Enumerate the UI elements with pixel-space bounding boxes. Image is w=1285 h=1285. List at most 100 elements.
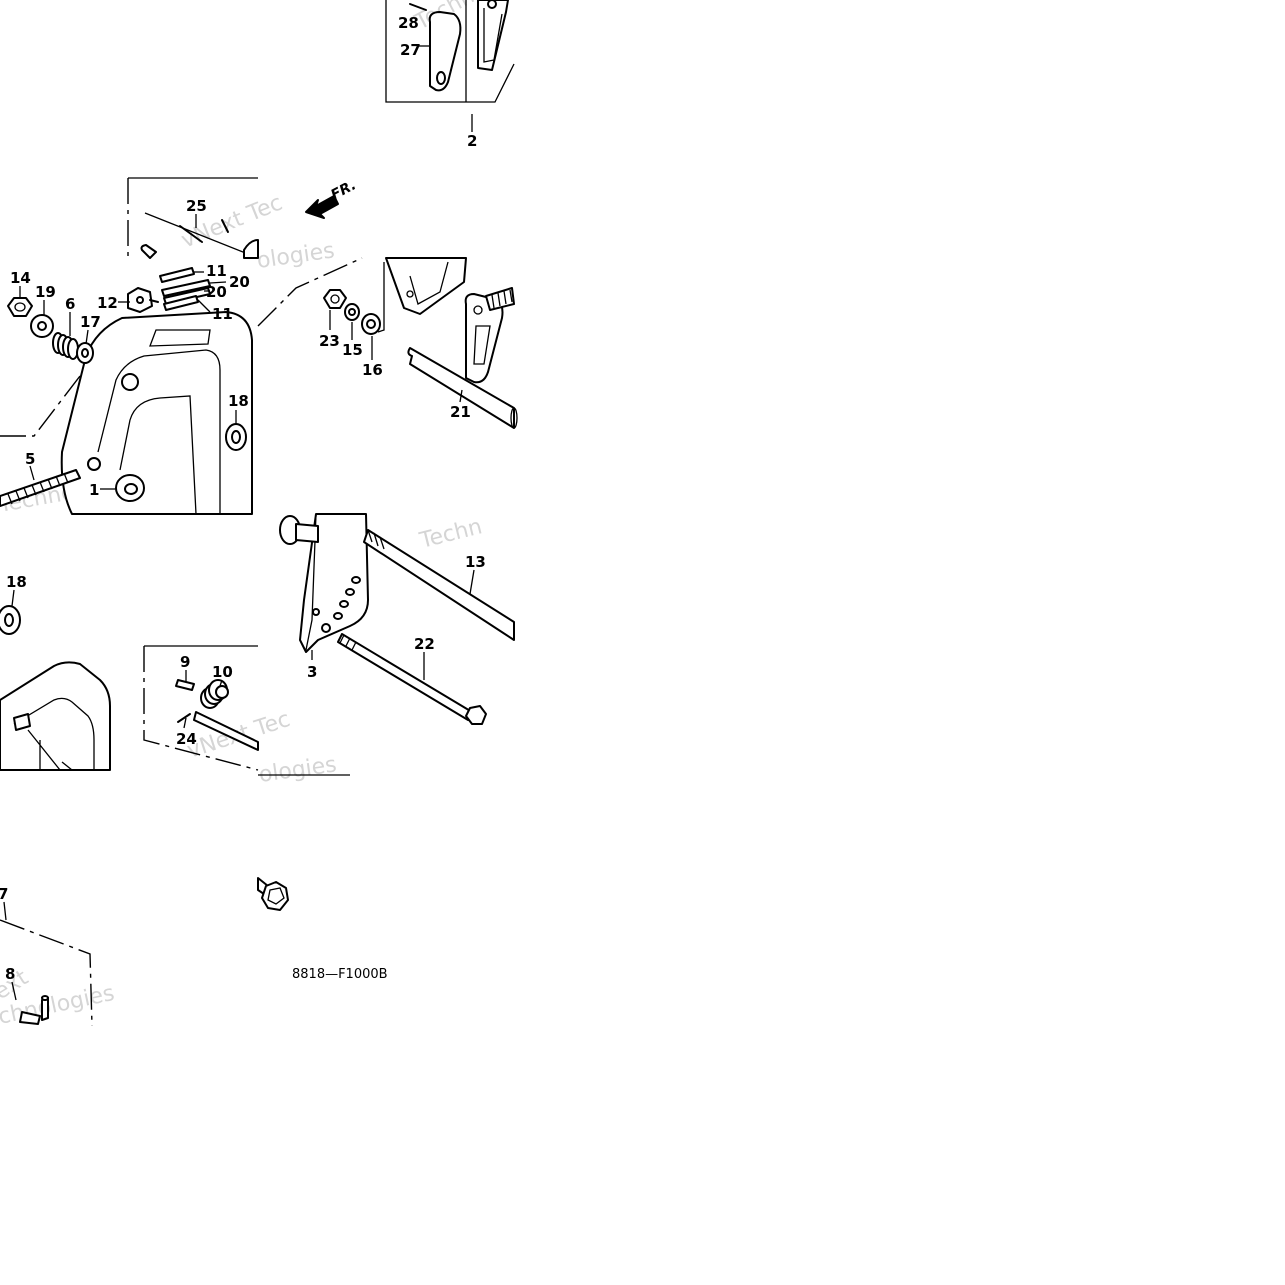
leader-line [469,569,475,595]
bracket-plate-part [477,0,509,71]
direction-arrow-icon [305,195,339,219]
tile-hex-bolt: 8818—F1000B [257,877,388,982]
tile-shaft-assembly: 23 15 16 21 [257,257,518,429]
frame-dashed-line [0,919,93,1027]
leader-line [11,981,17,1001]
lever-part [19,1011,41,1025]
pin-part [221,219,229,233]
bracket-hole [436,71,446,85]
callout-28: 28 [398,14,419,32]
frame-line [385,0,466,103]
leader-line [29,465,35,481]
threaded-rod-part [0,469,81,507]
frame-dashed-line [0,375,81,437]
callout-3: 3 [307,663,317,681]
watermark-text: ologies [257,752,338,788]
leader-line [459,389,463,403]
bracket-slot [149,329,211,347]
frame-dashed-line [143,646,259,771]
bracket-plate-part [385,257,467,315]
callout-8: 8 [5,965,15,983]
bushing-hole [124,483,138,495]
swivel-arm-slot [473,325,491,365]
stern-bracket-holes [312,576,361,633]
tilt-frame-inner [13,697,95,770]
threaded-stub-part [295,523,319,543]
threaded-stub-part [485,287,515,311]
callout-11: 11 [212,305,233,323]
leader-line [3,901,7,921]
callout-24: 24 [176,730,197,748]
frame-rib [27,729,73,771]
callout-5: 5 [25,450,35,468]
bolt-part [140,244,157,259]
spring-part [52,332,79,360]
long-pin-part [193,711,259,751]
nut-part [7,297,33,317]
callout-27: 27 [400,41,421,59]
mount-bracket-part [60,311,253,515]
callout-15: 15 [342,341,363,359]
callout-12: 12 [97,294,118,312]
leader-line [197,299,211,313]
washer-hole [81,348,89,358]
callout-14: 14 [10,269,31,287]
nut-hole [14,302,26,312]
frame-line [377,262,385,333]
callout-18: 18 [6,573,27,591]
nut-hole [330,294,340,304]
callout-7: 7 [0,885,8,903]
watermark-text: Techn [416,514,484,554]
frame-line [466,63,515,103]
callout-10: 10 [212,663,233,681]
bracket-slot [483,8,503,63]
callout-1: 1 [89,481,99,499]
stern-bracket-edge [305,513,317,651]
hex-bolt-face [267,887,285,905]
tile-mounting-bracket: 14 19 6 17 12 11 20 20 11 18 5 1 [0,262,253,515]
swivel-arm-part [464,293,504,384]
washer-hole [37,321,47,331]
hex-bolt-head [261,881,289,911]
bolt-head [487,0,497,9]
pin-part [163,295,199,311]
leader-line [183,717,187,729]
rod-part [363,529,515,641]
pin-part [41,997,49,1021]
bracket-arm-part [428,11,462,92]
bracket-hole [121,373,139,391]
spring-pin-part [163,287,211,305]
tile-spring-pins: 9 10 24 [143,645,350,776]
leader-line [85,329,89,345]
frame-line [144,212,259,259]
pin-part [409,3,427,11]
pin-head [41,995,49,1001]
tile-lower-bracket: 7 8 [0,885,93,1027]
washer-hole [366,319,376,329]
shaft-end [510,407,518,429]
shaft-part [407,347,515,429]
tile-bracket-assembly: 2 27 28 [385,0,515,150]
callout-20: 20 [206,283,227,301]
washer-hole [4,613,14,627]
frame-slot [13,713,31,731]
washer-hole [348,308,356,316]
bracket-inner-rib [119,395,197,515]
bracket-inner-rib [97,349,221,514]
callout-17: 17 [80,313,101,331]
bracket-hole [406,290,414,298]
leader-line [219,679,223,687]
bolt-head [465,705,487,725]
bracket-edge [243,239,259,259]
lock-plate-hole [136,296,144,304]
callout-11: 11 [206,262,227,280]
callout-21: 21 [450,403,471,421]
swivel-arm-hole [473,305,483,315]
lock-pin [149,299,159,303]
callout-19: 19 [35,283,56,301]
stern-bracket-part [299,513,369,653]
callout-13: 13 [465,553,486,571]
diagram-code-label: 8818—F1000B [292,967,388,982]
callout-23: 23 [319,332,340,350]
